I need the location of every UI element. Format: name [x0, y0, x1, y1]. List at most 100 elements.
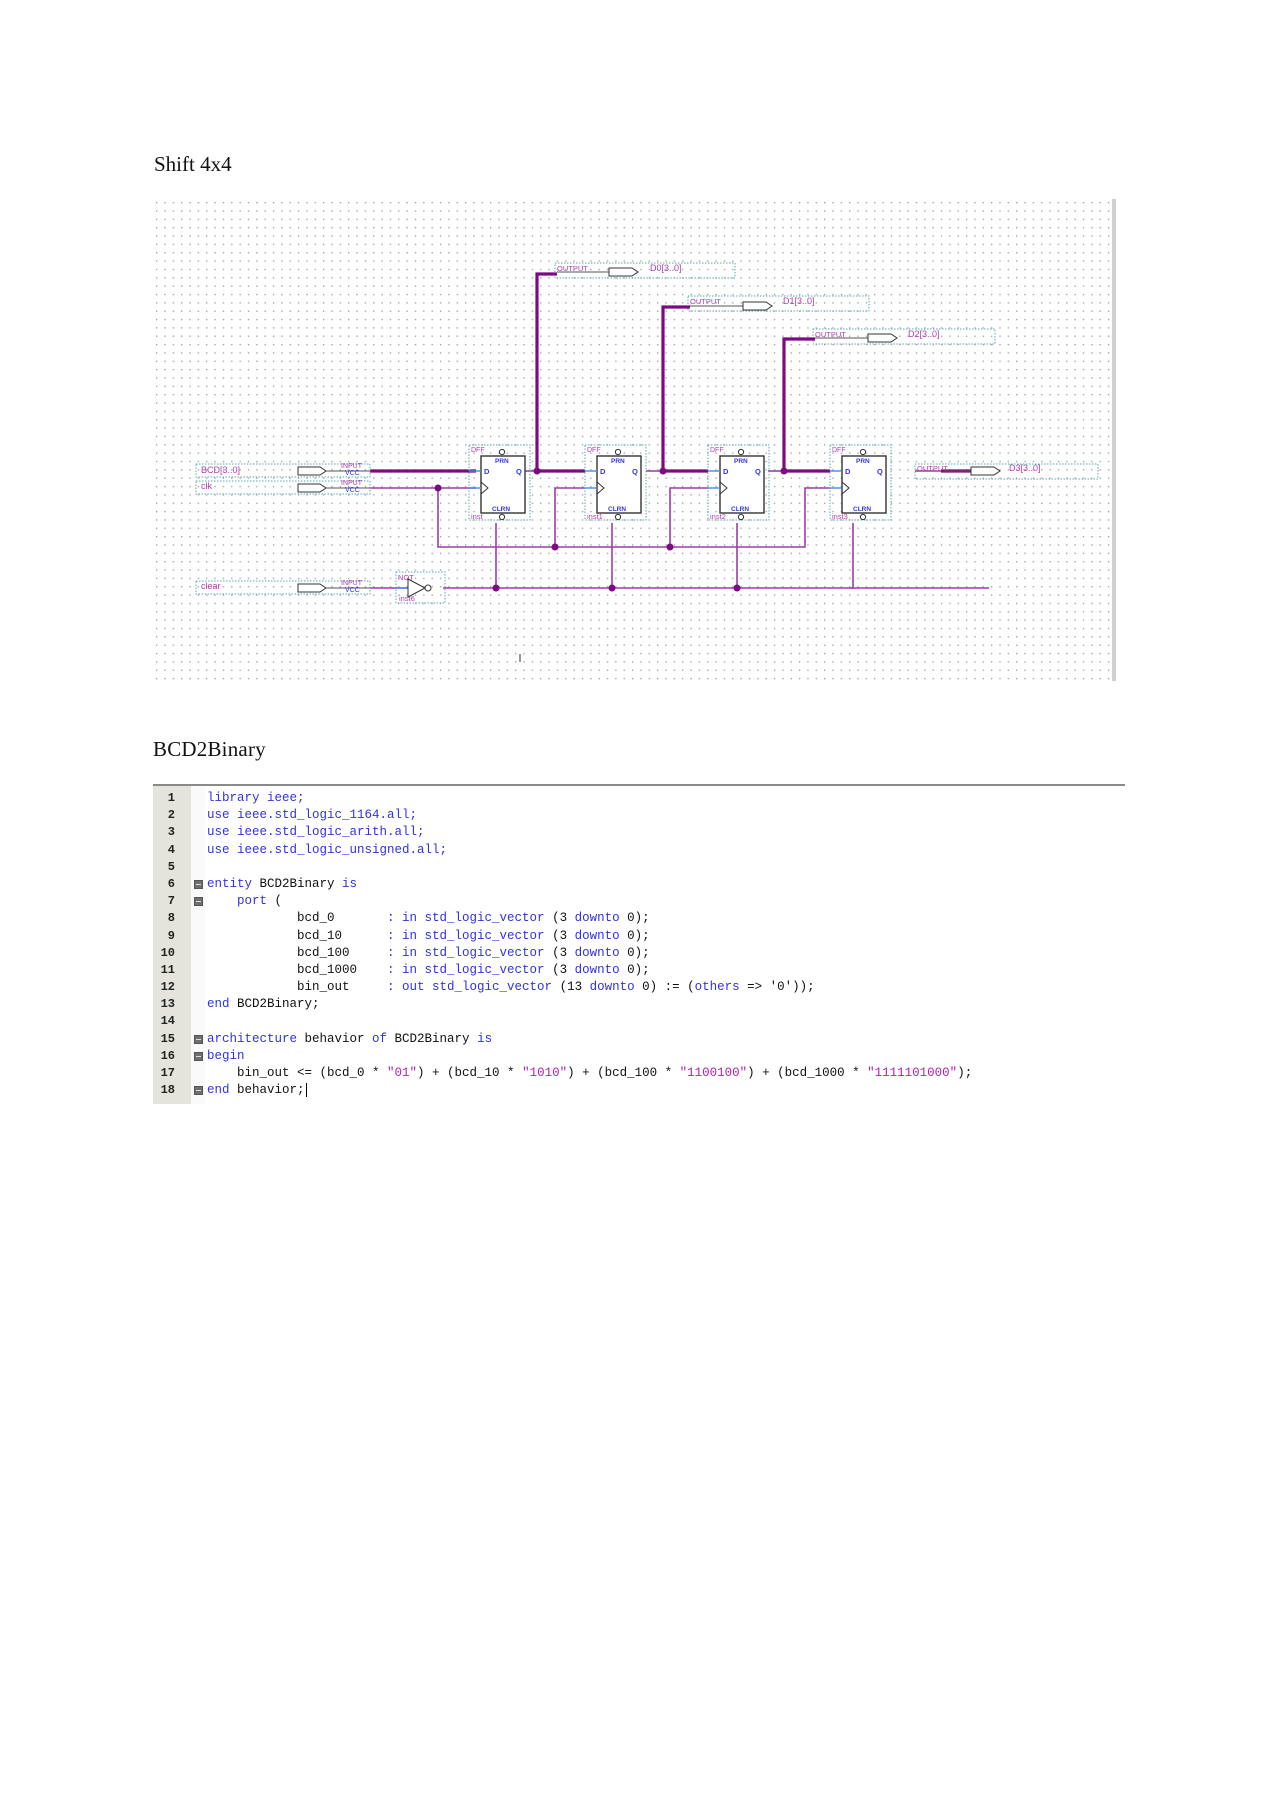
code-line[interactable]: 14 — [153, 1013, 1125, 1030]
svg-text:Q: Q — [877, 467, 883, 476]
output-pin-d2[interactable]: OUTPUT D2[3..0] — [812, 328, 996, 345]
svg-text:VCC: VCC — [345, 470, 360, 477]
dff-inst2[interactable]: DFF D Q PRN CLRN inst2 — [707, 444, 770, 521]
svg-text:INPUT: INPUT — [341, 463, 363, 470]
svg-text:DFF: DFF — [587, 447, 601, 454]
svg-text:PRN: PRN — [734, 458, 748, 465]
fold-column — [191, 786, 205, 1104]
bus-wires — [370, 272, 971, 473]
output-name-label: D0[3..0] — [650, 263, 682, 273]
code-line[interactable]: 4 use ieee.std_logic_unsigned.all; — [153, 842, 1125, 859]
code-line[interactable]: 7 port ( — [153, 893, 1125, 910]
output-type-label: OUTPUT — [815, 330, 846, 339]
svg-text:inst6: inst6 — [399, 594, 415, 603]
output-name-label: D3[3..0] — [1009, 463, 1041, 473]
fold-toggle-icon[interactable] — [194, 1034, 203, 1044]
text-caret — [305, 1082, 307, 1097]
line-number: 14 — [160, 1014, 175, 1029]
section-title-shift: Shift 4x4 — [154, 152, 232, 176]
dff-inst[interactable]: DFF D Q PRN CLRN inst — [468, 444, 531, 521]
code-line[interactable]: 17 bin_out <= (bcd_0 * "01") + (bcd_10 *… — [153, 1065, 1125, 1082]
section-title-bcd2binary: BCD2Binary — [153, 737, 266, 761]
svg-text:CLRN: CLRN — [731, 506, 749, 513]
svg-text:CLRN: CLRN — [492, 506, 510, 513]
input-name-label: clear — [201, 581, 221, 591]
dff-inst3[interactable]: DFF D Q PRN CLRN inst3 — [829, 444, 892, 521]
fold-toggle-icon[interactable] — [194, 879, 203, 889]
schematic-grid — [153, 199, 1111, 681]
code-line[interactable]: 12 bin_out : out std_logic_vector (13 do… — [153, 979, 1125, 996]
line-number: 4 — [167, 842, 175, 857]
output-name-label: D2[3..0] — [908, 329, 940, 339]
svg-text:PRN: PRN — [611, 458, 625, 465]
svg-text:VCC: VCC — [345, 587, 360, 594]
svg-text:INPUT: INPUT — [341, 580, 363, 587]
code-line[interactable]: 8 bcd_0 : in std_logic_vector (3 downto … — [153, 910, 1125, 927]
bus-junctions — [533, 467, 788, 475]
signal-wires — [370, 487, 989, 589]
svg-text:inst: inst — [471, 512, 484, 521]
code-line[interactable]: 9 bcd_10 : in std_logic_vector (3 downto… — [153, 928, 1125, 945]
code-text: use ieee.std_logic_arith.all; — [207, 825, 425, 840]
line-number: 10 — [160, 945, 175, 960]
code-text: bcd_0 : in std_logic_vector (3 downto 0)… — [207, 911, 650, 926]
input-pin-clear[interactable]: clear INPUT VCC — [195, 580, 371, 595]
svg-text:CLRN: CLRN — [853, 506, 871, 513]
code-text: bin_out : out std_logic_vector (13 downt… — [207, 980, 815, 995]
code-line[interactable]: 5 — [153, 859, 1125, 876]
schematic-scrollbar[interactable] — [1112, 199, 1116, 681]
line-number: 11 — [160, 962, 175, 977]
output-pin-d3[interactable]: OUTPUT D3[3..0] — [914, 463, 1099, 480]
line-number: 15 — [160, 1031, 175, 1046]
input-pin-bcd[interactable]: BCD[3..0] INPUT VCC — [195, 463, 371, 478]
line-number: 8 — [167, 911, 175, 926]
output-type-label: OUTPUT — [917, 464, 948, 473]
input-name-label: BCD[3..0] — [201, 465, 240, 475]
svg-text:Q: Q — [755, 467, 761, 476]
svg-text:inst1: inst1 — [587, 512, 603, 521]
input-pin-clk[interactable]: clk INPUT VCC — [195, 480, 371, 495]
code-text: end BCD2Binary; — [207, 997, 320, 1012]
fold-toggle-icon[interactable] — [194, 1086, 203, 1096]
code-text: port ( — [237, 894, 283, 909]
line-number: 6 — [167, 876, 175, 891]
line-number: 7 — [167, 894, 175, 909]
output-pin-d0[interactable]: OUTPUT D0[3..0] — [554, 262, 736, 279]
input-name-label: clk — [201, 481, 212, 491]
fold-toggle-icon[interactable] — [194, 897, 203, 907]
line-number: 18 — [160, 1083, 175, 1098]
svg-text:VCC: VCC — [345, 487, 360, 494]
svg-text:CLRN: CLRN — [608, 506, 626, 513]
code-text: bin_out <= (bcd_0 * "01") + (bcd_10 * "1… — [207, 1066, 973, 1080]
code-text: use ieee.std_logic_unsigned.all; — [207, 842, 448, 857]
line-number: 5 — [167, 859, 175, 874]
svg-text:inst2: inst2 — [710, 512, 726, 521]
line-number: 17 — [160, 1066, 175, 1080]
schematic-canvas[interactable]: OUTPUT D0[3..0] OUTPUT D1[3..0] OUTPUT D… — [153, 199, 1121, 681]
svg-text:DFF: DFF — [710, 447, 724, 454]
output-pin-d1[interactable]: OUTPUT D1[3..0] — [687, 295, 870, 312]
code-text: use ieee.std_logic_1164.all; — [207, 808, 418, 823]
svg-text:D: D — [484, 467, 490, 476]
not-gate-inst6[interactable]: NOT inst6 — [395, 571, 446, 604]
code-line[interactable]: 11 bcd_1000 : in std_logic_vector (3 dow… — [153, 962, 1125, 979]
svg-text:inst3: inst3 — [832, 512, 848, 521]
line-number: 1 — [167, 791, 175, 805]
code-line[interactable]: 15 architecture behavior of BCD2Binary is — [153, 1031, 1125, 1048]
dff-inst1[interactable]: DFF D Q PRN CLRN inst1 — [584, 444, 647, 521]
svg-text:D: D — [845, 467, 851, 476]
svg-text:D: D — [600, 467, 606, 476]
code-line[interactable]: 10 bcd_100 : in std_logic_vector (3 down… — [153, 945, 1125, 962]
svg-text:NOT: NOT — [398, 573, 414, 582]
code-text: architecture behavior of BCD2Binary is — [207, 1031, 493, 1046]
fold-toggle-icon[interactable] — [194, 1051, 203, 1061]
